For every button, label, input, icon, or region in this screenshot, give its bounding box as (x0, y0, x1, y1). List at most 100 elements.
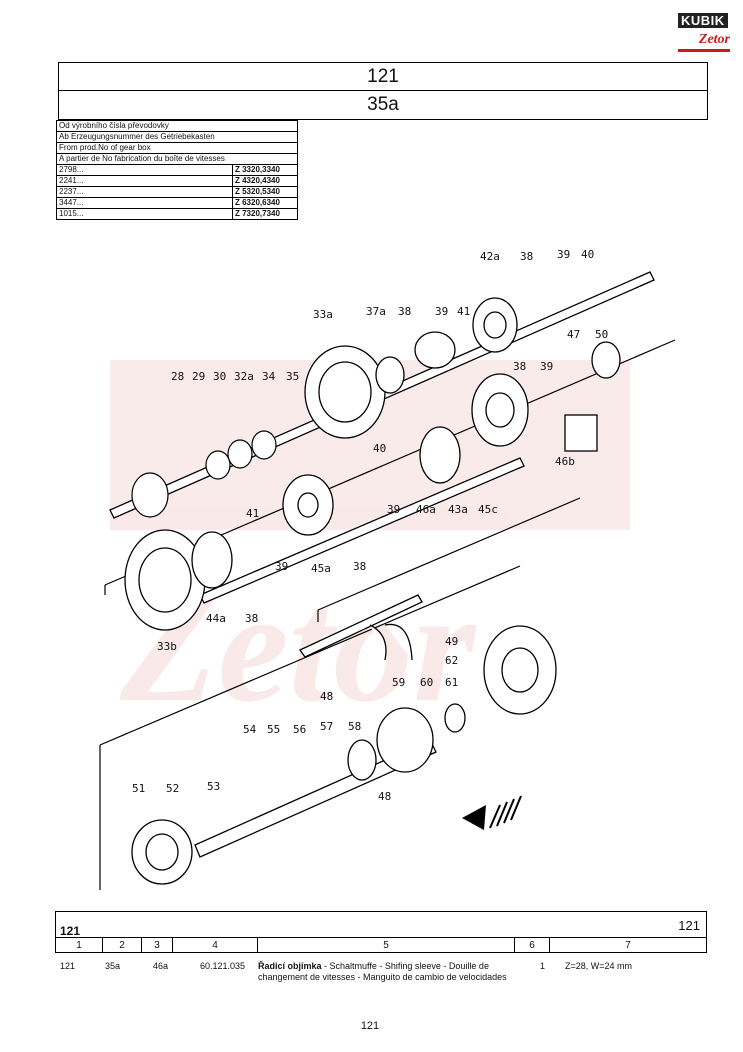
part-label: 32a (234, 370, 254, 383)
col-4: 4 (172, 937, 258, 953)
part-label: 55 (267, 723, 280, 736)
row-group: 121 (60, 961, 76, 971)
parts-table-header: 121 121 (55, 911, 707, 938)
sheet-number: 35a (367, 94, 399, 115)
part-label: 39 (540, 360, 553, 373)
serial-header-en: From prod.No of gear box (56, 142, 298, 154)
parts-group-right: 121 (678, 918, 700, 933)
serial-model: Z 7320,7340 (232, 208, 298, 220)
part-label: 38 (245, 612, 258, 625)
part-label: 54 (243, 723, 257, 736)
part-label: 45c (478, 503, 498, 516)
col-2: 2 (102, 937, 142, 953)
part-label: 29 (192, 370, 205, 383)
col-6: 6 (514, 937, 550, 953)
part-label: 33a (313, 308, 333, 321)
row-sheet: 35a (105, 961, 121, 971)
row-position: 46a (153, 961, 169, 971)
row-name-rest: - Schaltmuffe - Shifing sleeve - Douille… (258, 961, 507, 982)
col-7: 7 (549, 937, 707, 953)
part-label: 33b (157, 640, 177, 653)
part-label: 35 (286, 370, 299, 383)
serial-row: 2241...Z 4320,4340 (56, 175, 298, 187)
part-label: 47 (567, 328, 580, 341)
serial-header-fr: A partier de No fabrication du boîte de … (56, 153, 298, 165)
part-label: 44a (206, 612, 226, 625)
part-label: 62 (445, 654, 458, 667)
part-label: 34 (262, 370, 276, 383)
gears-middle (124, 474, 334, 631)
part-label: 42a (480, 250, 500, 263)
header-box: 121 35a (58, 62, 708, 120)
gearbox-exploded-drawing: Zetor (99, 248, 676, 890)
col-1: 1 (55, 937, 103, 953)
part-label: 38 (353, 560, 366, 573)
page-number: 121 (360, 1020, 380, 1032)
parts-column-headers: 1 2 3 4 5 6 7 (55, 937, 707, 953)
kubik-zetor-logo: KUBIK Zetor (678, 12, 730, 58)
part-label: 53 (207, 780, 220, 793)
serial-model: Z 6320,6340 (232, 197, 298, 209)
part-labels: 40 39 38 42a 41 39 38 37a 33a 50 47 39 3… (132, 248, 608, 803)
parts-group: 121 (60, 924, 81, 938)
serial-from: 2237... (56, 186, 233, 198)
serial-from: 2798... (56, 164, 233, 176)
part-label: 58 (348, 720, 361, 733)
part-label: 59 (392, 676, 405, 689)
serial-from: 1015... (56, 208, 233, 220)
part-label: 45a (311, 562, 331, 575)
part-label: 46a (416, 503, 436, 516)
serial-header-de: Ab Erzeugungsnummer des Getriebekasten (56, 131, 298, 143)
gears-upper (304, 297, 621, 484)
row-part-number: 60.121.035 (200, 961, 246, 971)
serial-model: Z 3320,3340 (232, 164, 298, 176)
row-name-bold: Řadicí objímka (258, 961, 322, 971)
part-label: 41 (457, 305, 470, 318)
serial-model: Z 5320,5340 (232, 186, 298, 198)
gears-lower (131, 625, 557, 885)
part-label: 48 (378, 790, 391, 803)
logo-brand: KUBIK (678, 13, 728, 28)
shift-fork (299, 594, 423, 661)
part-label: 39 (557, 248, 570, 261)
part-label: 30 (213, 370, 226, 383)
part-label: 40 (373, 442, 386, 455)
row-description: Řadicí objímka - Schaltmuffe - Shifing s… (258, 961, 513, 983)
part-label: 28 (171, 370, 184, 383)
part-label: 40 (581, 248, 594, 261)
serial-model: Z 4320,4340 (232, 175, 298, 187)
logo-underline (678, 49, 730, 52)
part-label: 39 (387, 503, 400, 516)
part-label: 61 (445, 676, 458, 689)
row-quantity: 1 (540, 961, 546, 971)
part-label: 60 (420, 676, 433, 689)
part-label: 56 (293, 723, 306, 736)
serial-from: 2241... (56, 175, 233, 187)
serial-number-table: Od výrobního čísla převodovky Ab Erzeugu… (56, 120, 298, 220)
logo-sub: Zetor (698, 32, 730, 47)
part-label: 39 (435, 305, 448, 318)
serial-row: 2798...Z 3320,3340 (56, 164, 298, 176)
part-label: 46b (555, 455, 575, 468)
row-note: Z=28, W=24 mm (565, 961, 633, 971)
part-label: 57 (320, 720, 333, 733)
part-label: 38 (513, 360, 526, 373)
part-label: 37a (366, 305, 386, 318)
washers (131, 430, 277, 518)
part-label: 50 (595, 328, 608, 341)
serial-header-cs: Od výrobního čísla převodovky (56, 120, 298, 132)
part-label: 51 (132, 782, 145, 795)
serial-from: 3447... (56, 197, 233, 209)
part-label: 38 (520, 250, 533, 263)
col-3: 3 (141, 937, 173, 953)
serial-row: 1015...Z 7320,7340 (56, 208, 298, 220)
part-label: 48 (320, 690, 333, 703)
part-label: 43a (448, 503, 468, 516)
part-label: 39 (275, 560, 288, 573)
part-label: 49 (445, 635, 458, 648)
serial-row: 2237...Z 5320,5340 (56, 186, 298, 198)
part-label: 52 (166, 782, 179, 795)
serial-row: 3447...Z 6320,6340 (56, 197, 298, 209)
group-number: 121 (59, 63, 707, 91)
direction-arrow (462, 795, 522, 830)
